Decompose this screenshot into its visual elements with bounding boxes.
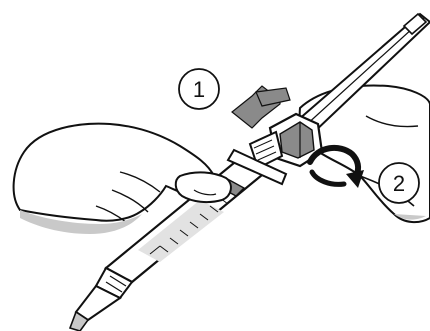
step-1-marker: 1: [179, 69, 219, 109]
step-2-number: 2: [393, 171, 405, 196]
step-1-number: 1: [193, 77, 205, 102]
step-2-marker: 2: [379, 163, 419, 203]
